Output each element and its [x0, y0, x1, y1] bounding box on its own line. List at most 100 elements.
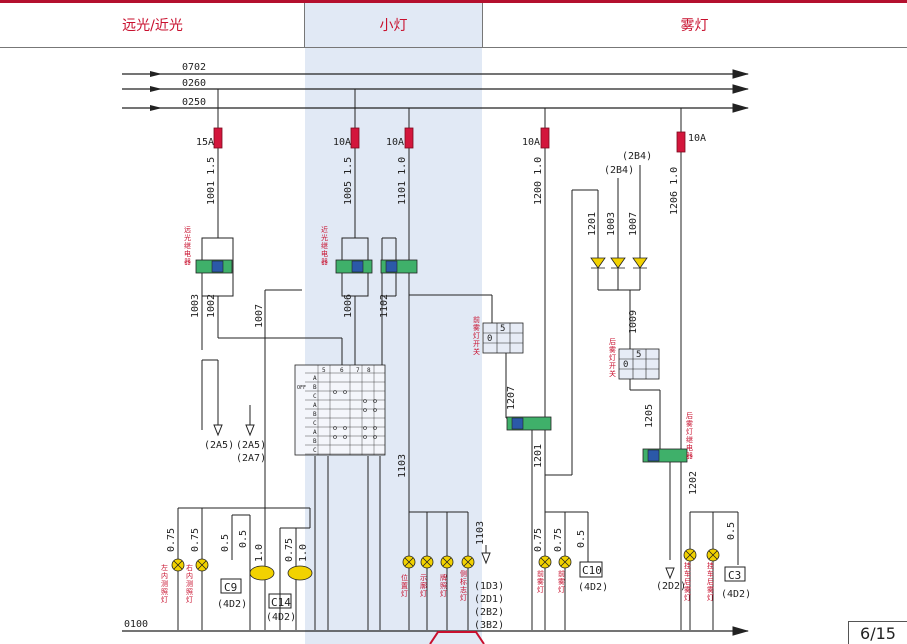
header-high-low-beam: 远光/近光: [122, 18, 183, 34]
component-label-position-lamp: 位置灯: [401, 573, 408, 598]
fuse-label: 10A: [333, 137, 351, 148]
page-number: 6/15: [848, 621, 907, 644]
ref-label: (4D2): [217, 599, 247, 610]
label-char: 标: [460, 577, 467, 586]
label-char: 近: [321, 225, 328, 234]
lamp-cross: [422, 557, 432, 567]
gauge-label: 1.0: [254, 544, 265, 562]
switch-contact: [373, 426, 377, 430]
ref-label: (4D2): [266, 612, 296, 623]
fuse-10a: [676, 131, 686, 153]
component-label-front-fog2: 前雾灯: [558, 569, 565, 594]
label-char: 牌: [440, 573, 447, 582]
label-char: 前: [473, 315, 480, 324]
ref-label: (2B4): [604, 165, 634, 176]
fuse-15a: [213, 127, 223, 149]
label-char: 电: [184, 249, 191, 258]
component-label-rear-fog-switch: 后雾灯开关: [609, 337, 616, 378]
header-top-border: [0, 0, 907, 3]
label-char: 挂: [684, 561, 691, 570]
header-fog-light: 雾灯: [680, 18, 709, 34]
lamp-cross: [197, 560, 207, 570]
fuse-label: 15A: [196, 137, 214, 148]
label-char: 车: [707, 569, 714, 578]
label-char: 测: [186, 580, 193, 588]
component-label-plate-lamp: 牌照灯: [440, 573, 447, 598]
ref-label: (2A5): [236, 440, 266, 451]
wire-label: 1007: [254, 304, 265, 328]
ref-label: (4D2): [721, 589, 751, 600]
component-label-right-inner: 右内测照灯: [186, 563, 193, 604]
label-char: 雾: [558, 578, 565, 586]
wire-label: 1201: [533, 444, 544, 468]
switch-table-row-label: B: [313, 411, 317, 418]
switch-contact: [333, 390, 337, 394]
diodes: [590, 257, 648, 269]
lamp-cross: [404, 557, 414, 567]
label-char: 继: [321, 241, 328, 250]
wire-label: 1102: [379, 294, 390, 318]
header-small-light: 小灯: [379, 18, 408, 34]
label-char: 灯: [558, 585, 565, 594]
label-char: 光: [321, 233, 328, 242]
fuse-10a: [350, 127, 360, 149]
switch-pin-label: 0: [487, 334, 492, 344]
label-char: 灯: [460, 593, 467, 602]
lamp-cross: [560, 557, 570, 567]
switch-table-row-label: A: [313, 375, 317, 382]
component-label-high-beam-relay: 远光继电器: [184, 226, 191, 266]
switch-pin-label: 0: [623, 360, 628, 370]
label-char: 左: [161, 563, 168, 572]
label-char: 车: [684, 569, 691, 578]
label-char: 灯: [420, 589, 427, 598]
wire-label: 1201: [587, 212, 598, 236]
fuse-label: 10A: [522, 137, 540, 148]
switch-contact: [343, 390, 347, 394]
lamp-cross: [463, 557, 473, 567]
switch-table-row-label: A: [313, 402, 317, 409]
label-char: 雾: [686, 420, 693, 428]
component-label-front-fog-switch: 前雾灯开关: [473, 315, 480, 356]
gauge-label: 0.5: [220, 534, 231, 552]
gauge-label: 0.75: [533, 528, 544, 552]
reference-arrows: [213, 424, 675, 580]
label-char: 远: [184, 226, 191, 234]
wire-label: 1103: [475, 521, 486, 545]
wire-label: 1005 1.5: [343, 157, 354, 205]
switch-table-col-label: 7: [356, 367, 360, 374]
gauge-label: 1.0: [298, 544, 309, 562]
label-char: 侧: [460, 569, 467, 578]
switch-table-col-label: 6: [340, 367, 344, 374]
ref-label: (1D3): [474, 581, 504, 592]
switch-contact: [363, 435, 367, 439]
label-char: 关: [609, 369, 616, 378]
switch-pin-label: 5: [636, 350, 641, 360]
gauge-label: 0.75: [553, 528, 564, 552]
label-char: 灯: [537, 585, 544, 594]
headlamp-icon: [287, 565, 313, 581]
label-char: 示: [420, 574, 427, 582]
lamp-cross: [708, 550, 718, 560]
gauge-label: 0.5: [238, 530, 249, 548]
switch-table-row-label: B: [313, 438, 317, 445]
fuse-label: 10A: [688, 133, 706, 144]
bus-arrowheads: [150, 71, 162, 111]
wire-label: 1202: [688, 471, 699, 495]
label-char: 照: [440, 582, 447, 590]
ref-label: (2D2): [656, 581, 686, 592]
label-char: 灯: [161, 595, 168, 604]
label-char: 灯: [186, 595, 193, 604]
ref-label: (2B4): [622, 151, 652, 162]
label-char: 挂: [707, 561, 714, 570]
label-char: 器: [321, 258, 328, 266]
wire-label: 1206 1.0: [669, 167, 680, 215]
label-char: 照: [161, 588, 168, 596]
switch-contact: [373, 399, 377, 403]
ref-label: (2A7): [236, 453, 266, 464]
label-char: 前: [537, 569, 544, 578]
switch-contact: [373, 435, 377, 439]
label-char: 灯: [707, 593, 714, 602]
bus-label-0250: 0250: [182, 97, 206, 108]
